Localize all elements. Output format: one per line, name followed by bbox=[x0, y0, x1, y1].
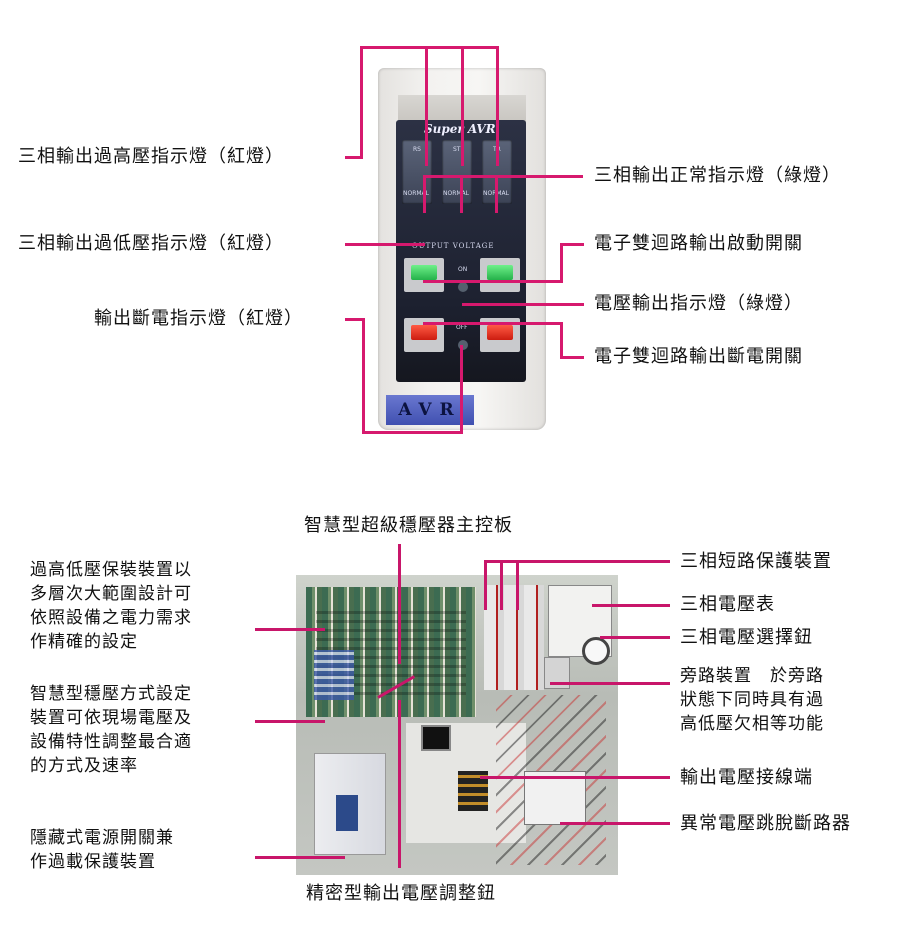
lamp-normal-st: NORMAL bbox=[443, 190, 470, 197]
leader-over-h bbox=[345, 156, 363, 159]
leader-poweroff-h1 bbox=[345, 318, 365, 321]
leader-mode-setting bbox=[255, 720, 325, 723]
leader-dualoff-v bbox=[560, 322, 563, 358]
label-mode-setting: 智慧型穩壓方式設定 裝置可依現場電壓及 設備特性調整最合適 的方式及速率 bbox=[30, 684, 192, 776]
leader-normal-2 bbox=[460, 175, 463, 213]
label-trip-breaker: 異常電壓跳脫斷路器 bbox=[680, 813, 851, 834]
leader-vout bbox=[462, 303, 584, 306]
label-dual-off: 電子雙迴路輸出斷電開關 bbox=[594, 346, 803, 367]
leader-short-2 bbox=[500, 560, 503, 610]
leader-start-v bbox=[560, 243, 563, 283]
leader-over-v bbox=[360, 46, 363, 158]
label-over-voltage: 三相輸出過高壓指示燈（紅燈） bbox=[18, 146, 284, 167]
label-hidden-switch: 隱藏式電源開關兼 作過載保護裝置 bbox=[30, 828, 174, 872]
leader-short-3 bbox=[516, 560, 519, 610]
leader-under bbox=[345, 243, 425, 246]
leader-poweroff-v2 bbox=[460, 345, 463, 434]
precision-dial bbox=[421, 725, 451, 751]
label-main-board: 智慧型超級穩壓器主控板 bbox=[304, 515, 513, 536]
leader-bypass bbox=[550, 682, 670, 685]
trip-breaker bbox=[524, 771, 586, 825]
off-label: OFF bbox=[456, 324, 468, 331]
leader-protection bbox=[255, 628, 325, 631]
label-terminal: 輸出電壓接線端 bbox=[680, 767, 813, 788]
leader-hidden-switch bbox=[255, 856, 345, 859]
internal-photo bbox=[296, 575, 618, 875]
leader-over-3 bbox=[496, 46, 499, 166]
ribbon-cable bbox=[314, 650, 354, 700]
leader-meter bbox=[592, 604, 670, 607]
label-under-voltage: 三相輸出過低壓指示燈（紅燈） bbox=[18, 233, 284, 254]
leader-start-h bbox=[423, 280, 563, 283]
hidden-power-switch-handle bbox=[336, 795, 358, 831]
short-circuit-breakers bbox=[484, 585, 544, 690]
label-precision-knob: 精密型輸出電壓調整鈕 bbox=[306, 883, 496, 904]
leader-precision-v bbox=[398, 700, 401, 868]
label-bypass: 旁路裝置 於旁路 狀態下同時具有過 高低壓欠相等功能 bbox=[680, 666, 824, 734]
label-selector: 三相電壓選擇鈕 bbox=[680, 627, 813, 648]
power-off-lamp bbox=[458, 340, 468, 350]
leader-over-2 bbox=[461, 46, 464, 166]
leader-normal-1 bbox=[423, 175, 426, 213]
on-label: ON bbox=[458, 266, 468, 273]
brand-logo: Super AVR bbox=[424, 122, 496, 136]
selector-knob bbox=[582, 637, 610, 665]
leader-dualoff-end bbox=[560, 356, 584, 359]
start-switch-left[interactable] bbox=[404, 258, 444, 292]
lamp-st bbox=[442, 140, 472, 204]
leader-normal-3 bbox=[495, 175, 498, 213]
leader-poweroff-h2 bbox=[362, 431, 462, 434]
leader-top-bar bbox=[360, 46, 498, 49]
leader-poweroff-v1 bbox=[362, 318, 365, 434]
start-switch-right[interactable] bbox=[480, 258, 520, 292]
leader-short-h bbox=[484, 560, 670, 563]
leader-over-1 bbox=[425, 46, 428, 166]
label-power-off: 輸出斷電指示燈（紅燈） bbox=[94, 308, 303, 329]
label-dual-start: 電子雙迴路輸出啟動開關 bbox=[594, 233, 803, 254]
voltage-output-lamp bbox=[458, 282, 468, 292]
label-normal: 三相輸出正常指示燈（綠燈） bbox=[594, 165, 841, 186]
leader-terminal bbox=[480, 776, 670, 779]
label-short-circuit: 三相短路保護裝置 bbox=[680, 551, 832, 572]
label-voltage-output: 電壓輸出指示燈（綠燈） bbox=[594, 293, 803, 314]
output-voltage-caption: OUTPUT VOLTAGE bbox=[412, 242, 495, 250]
avr-nameplate: AVR bbox=[386, 395, 474, 425]
leader-selector bbox=[600, 636, 670, 639]
lamp-tag-st: ST bbox=[453, 146, 461, 153]
leader-normal-h bbox=[423, 175, 583, 178]
leader-short-1 bbox=[484, 560, 487, 610]
leader-start-top bbox=[560, 243, 584, 246]
label-meter: 三相電壓表 bbox=[680, 594, 775, 615]
label-protection: 過高低壓保裝裝置以 多層次大範圍設計可 依照設備之電力需求 作精確的設定 bbox=[30, 560, 192, 652]
leader-mainboard bbox=[398, 544, 401, 664]
leader-trip bbox=[560, 822, 670, 825]
lamp-tag-rs: RS bbox=[413, 146, 421, 153]
lamp-normal-rs: NORMAL bbox=[403, 190, 430, 197]
leader-dualoff-h bbox=[423, 322, 563, 325]
